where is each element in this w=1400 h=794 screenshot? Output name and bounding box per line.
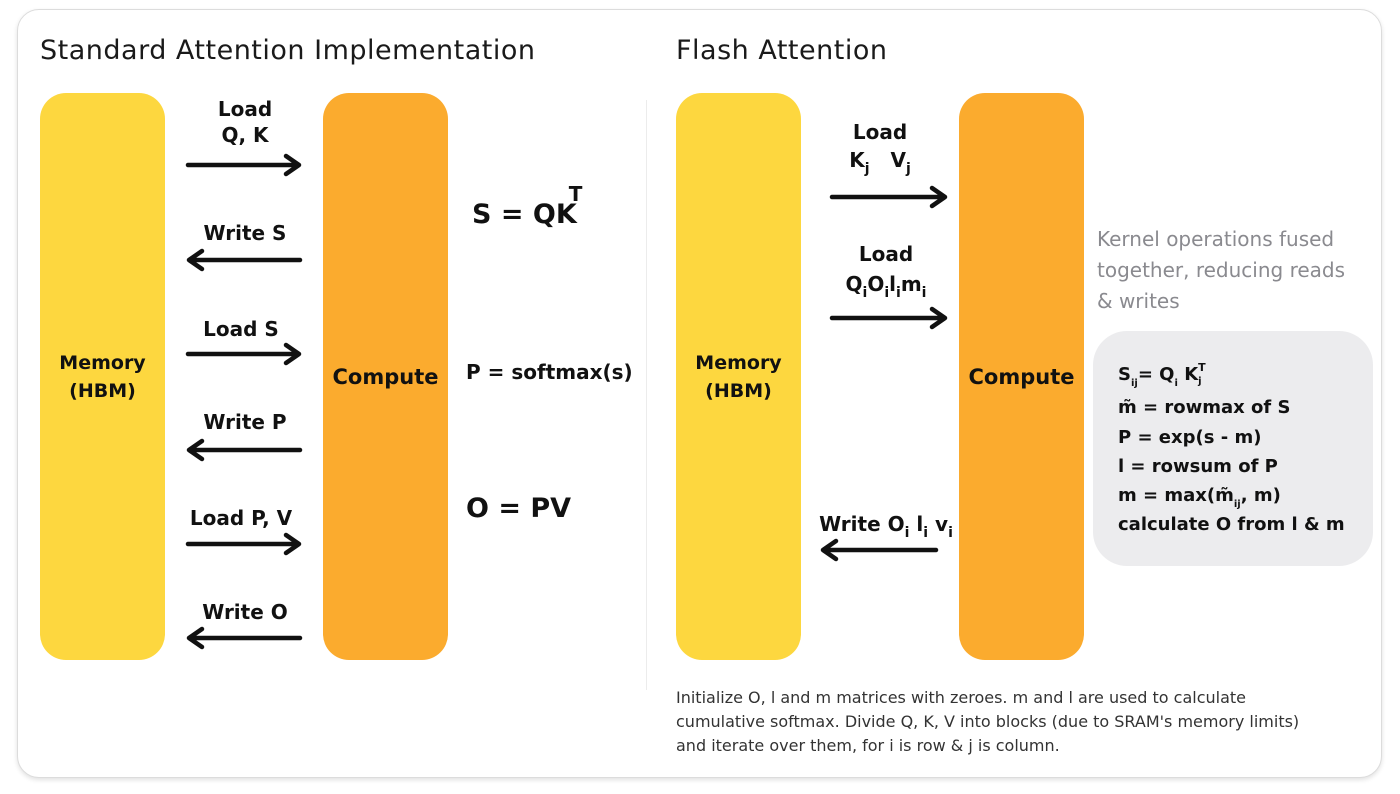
- arrow-label-line1: Load: [217, 97, 273, 121]
- l-subscript: i: [923, 525, 929, 541]
- compute-label: Compute: [332, 364, 439, 389]
- formula-p-softmax: P = softmax(s): [466, 360, 633, 384]
- q-subscript: i: [1174, 378, 1178, 389]
- compute-block-right: Compute: [959, 93, 1084, 660]
- op-calculate-o: calculate O from l & m: [1118, 514, 1345, 535]
- equals-q: = Q: [1137, 364, 1175, 385]
- panel-divider: [646, 100, 647, 690]
- op-m-rowmax: m̃ = rowmax of S: [1118, 397, 1291, 418]
- v-symbol: V: [890, 148, 906, 172]
- arrow-right-load-qi-oi-li-mi: [829, 306, 948, 330]
- arrow-label-load-qi-oi-li-mi: Load QiOilimi: [826, 239, 946, 308]
- arrow-label-write-oi-li-vi: Write Oi li vi: [816, 512, 956, 541]
- arrow-label-load-kj-vj: Load Kj Vj: [840, 118, 920, 183]
- hbm-label: (HBM): [69, 379, 136, 402]
- memory-hbm-block-left: Memory (HBM): [40, 93, 165, 660]
- memory-label: Memory: [59, 351, 146, 374]
- m-max-suffix: , m): [1240, 485, 1281, 506]
- l-symbol: l: [889, 272, 897, 296]
- k-superscript: T: [1198, 361, 1206, 374]
- s-subscript: ij: [1130, 378, 1138, 389]
- standard-attention-title: Standard Attention Implementation: [40, 35, 536, 66]
- flash-attention-title: Flash Attention: [676, 35, 888, 66]
- arrow-label-load-pv: Load P, V: [189, 506, 293, 530]
- arrow-left-write-s: [186, 248, 303, 272]
- op-l-rowsum: l = rowsum of P: [1118, 456, 1278, 477]
- v-subscript: j: [905, 161, 911, 177]
- flash-attention-caption: Initialize O, l and m matrices with zero…: [676, 688, 1300, 755]
- arrow-label-line1: Load: [858, 242, 914, 266]
- kernel-fusion-note: Kernel operations fused together, reduci…: [1097, 227, 1346, 313]
- op-p-exp: P = exp(s - m): [1118, 427, 1262, 448]
- o-subscript: i: [884, 285, 890, 301]
- compute-label: Compute: [968, 364, 1075, 389]
- arrow-right-load-pv: [185, 532, 302, 556]
- arrow-label-write-p: Write P: [203, 410, 287, 434]
- arrow-left-write-oi-li-vi: [820, 538, 939, 562]
- arrow-label-write-o: Write O: [202, 600, 288, 624]
- formula-s-superscript: T: [568, 182, 583, 206]
- o-symbol: O: [867, 272, 885, 296]
- arrow-label-line1: Load: [852, 120, 908, 144]
- k-subscript: j: [864, 161, 870, 177]
- arrow-right-load-kj-vj: [829, 185, 948, 209]
- arrow-right-load-s: [185, 342, 302, 366]
- arrow-label-load-s: Load S: [203, 317, 279, 341]
- k-subscript: j: [1198, 376, 1202, 387]
- arrow-label-qolm: QiOilimi: [826, 269, 946, 308]
- hbm-label: (HBM): [705, 379, 772, 402]
- arrow-label-kv: Kj Vj: [840, 146, 920, 183]
- v-subscript: i: [948, 525, 953, 541]
- k-symbol: K: [849, 148, 865, 172]
- q-subscript: i: [862, 285, 868, 301]
- m-subscript: i: [921, 285, 927, 301]
- m-max-prefix: m = max(m̃: [1118, 485, 1234, 506]
- formula-o-pv: O = PV: [466, 493, 572, 524]
- arrow-label-line2: Q, K: [221, 123, 269, 147]
- m-max-subscript: ij: [1233, 499, 1241, 510]
- v-symbol: v: [935, 512, 949, 536]
- arrow-label-write-s: Write S: [203, 221, 287, 245]
- formula-s-base: S = QK: [472, 199, 577, 230]
- memory-label: Memory: [695, 351, 782, 374]
- arrow-right-load-qk: [185, 153, 302, 177]
- memory-hbm-block-right: Memory (HBM): [676, 93, 801, 660]
- arrow-left-write-o: [186, 626, 303, 650]
- l-symbol: l: [916, 512, 924, 536]
- arrow-label-load-qk: Load Q, K: [205, 96, 285, 148]
- arrow-left-write-p: [186, 438, 303, 462]
- m-symbol: m: [900, 272, 922, 296]
- s-symbol: S: [1118, 364, 1131, 385]
- q-symbol: Q: [845, 272, 863, 296]
- formula-s-qkt: S = QKT: [472, 182, 590, 230]
- l-subscript: i: [896, 285, 901, 301]
- write-o-text: Write O: [819, 512, 905, 536]
- o-subscript: i: [904, 525, 910, 541]
- k-symbol: K: [1184, 364, 1199, 385]
- op-m-max: m = max(m̃ij, m): [1118, 485, 1281, 510]
- compute-block-left: Compute: [323, 93, 448, 660]
